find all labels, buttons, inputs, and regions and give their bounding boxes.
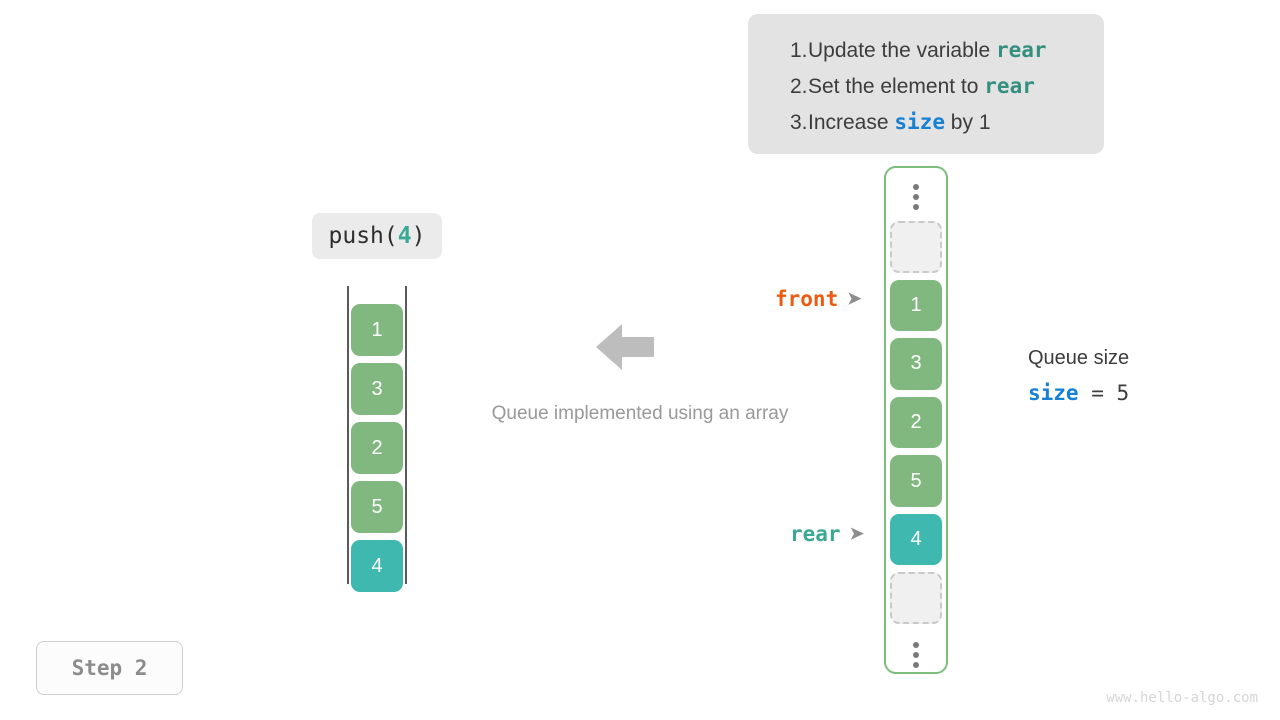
- instruction-number: 1.: [790, 39, 808, 62]
- instruction-code-rear: rear: [995, 38, 1047, 62]
- instruction-text: Update the variable rear: [808, 32, 1047, 69]
- instruction-code-size: size: [894, 110, 945, 134]
- array-cell-new: 4: [890, 513, 942, 566]
- operation-argument: 4: [397, 223, 412, 249]
- array-cell-empty: [890, 221, 942, 273]
- instruction-item-1: 1. Update the variable rear: [768, 32, 1084, 68]
- instruction-text: Set the element to rear: [808, 68, 1035, 105]
- instruction-text-post: by 1: [944, 111, 991, 134]
- array-cell-new: 4: [351, 540, 403, 592]
- instruction-number: 2.: [790, 75, 808, 98]
- instruction-panel: 1. Update the variable rear 2. Set the e…: [748, 14, 1104, 154]
- pointer-arrow-icon: ➤: [847, 289, 862, 308]
- rear-pointer-text: rear: [790, 522, 841, 546]
- array-rail-right: [405, 286, 407, 584]
- front-pointer-text: front: [775, 287, 839, 311]
- array-cell: 1: [351, 304, 403, 356]
- instruction-code-rear: rear: [984, 74, 1035, 98]
- queue-size-expression: size = 5: [1028, 381, 1228, 405]
- queue-size-variable: size: [1028, 381, 1079, 405]
- linear-array-cells: 1 3 2 5 4: [351, 304, 403, 592]
- operation-name: push(: [328, 223, 398, 249]
- instruction-number: 3.: [790, 111, 808, 134]
- instruction-text: Increase size by 1: [808, 104, 991, 141]
- array-cell: 5: [890, 455, 942, 507]
- step-badge: Step 2: [36, 641, 183, 695]
- diagram-caption: Queue implemented using an array: [491, 403, 789, 424]
- array-cell: 2: [890, 396, 942, 449]
- queue-size-value: 5: [1116, 381, 1130, 405]
- vertical-ellipsis-icon: [913, 180, 920, 214]
- instruction-item-3: 3. Increase size by 1: [768, 104, 1084, 140]
- queue-size-operator: =: [1078, 381, 1117, 405]
- front-pointer-label: front ➤: [775, 287, 861, 311]
- array-cell: 3: [351, 363, 403, 415]
- queue-size-title: Queue size: [1028, 347, 1130, 369]
- watermark: www.hello-algo.com: [1106, 690, 1258, 706]
- arrow-left-icon: [596, 322, 654, 372]
- instruction-text-pre: Set the element to: [808, 75, 985, 98]
- operation-label: push(4): [312, 213, 442, 259]
- instruction-item-2: 2. Set the element to rear: [768, 68, 1084, 104]
- vertical-ellipsis-icon: [913, 638, 920, 672]
- linear-queue-array: 1 3 2 5 4: [347, 286, 407, 592]
- array-rail-left: [347, 286, 349, 584]
- array-cell: 3: [890, 338, 942, 390]
- pointer-arrow-icon: ➤: [849, 524, 864, 543]
- array-cell-empty: [890, 572, 942, 624]
- instruction-text-pre: Increase: [808, 111, 895, 134]
- array-cell: 1: [890, 279, 942, 332]
- queue-size-readout: Queue size size = 5: [1028, 343, 1228, 405]
- circular-queue-array: 1 3 2 5 4: [884, 166, 948, 674]
- array-cell: 5: [351, 481, 403, 533]
- instruction-text-pre: Update the variable: [808, 39, 996, 62]
- operation-close-paren: ): [411, 223, 426, 249]
- rear-pointer-label: rear ➤: [790, 522, 864, 546]
- array-cell: 2: [351, 422, 403, 474]
